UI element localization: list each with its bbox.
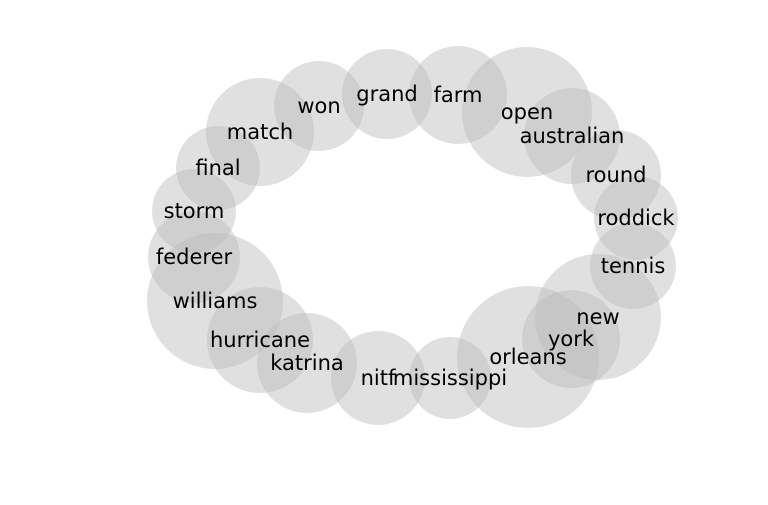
word-label-orleans: orleans bbox=[489, 345, 566, 369]
word-label-katrina: katrina bbox=[270, 351, 344, 375]
word-label-york: york bbox=[548, 327, 595, 351]
word-label-mississippi: mississippi bbox=[393, 366, 507, 390]
bubble-katrina bbox=[257, 313, 357, 413]
word-label-farm: farm bbox=[434, 83, 483, 107]
word-label-storm: storm bbox=[164, 199, 225, 223]
bubble-orleans bbox=[457, 286, 599, 428]
bubble-roddick bbox=[594, 176, 678, 260]
bubble-grand bbox=[342, 49, 432, 139]
bubble-nitf bbox=[331, 331, 425, 425]
bubble-york bbox=[522, 290, 620, 388]
bubble-federer bbox=[148, 211, 240, 303]
bubble-farm bbox=[409, 46, 507, 144]
bubble-open bbox=[462, 47, 592, 177]
bubble-won bbox=[274, 61, 364, 151]
bubble-new bbox=[535, 254, 661, 380]
bubble-williams bbox=[147, 233, 283, 369]
word-label-grand: grand bbox=[356, 82, 417, 106]
bubbles-layer bbox=[147, 46, 678, 428]
word-label-williams: williams bbox=[173, 289, 258, 313]
word-label-round: round bbox=[586, 163, 647, 187]
word-label-nitf: nitf bbox=[361, 366, 396, 390]
bubble-australian bbox=[524, 88, 620, 184]
word-label-australian: australian bbox=[520, 124, 625, 148]
word-label-open: open bbox=[501, 100, 553, 124]
bubble-storm bbox=[152, 169, 236, 253]
bubble-tennis bbox=[590, 223, 676, 309]
bubble-hurricane bbox=[207, 287, 313, 393]
word-label-hurricane: hurricane bbox=[210, 328, 310, 352]
word-label-final: final bbox=[195, 156, 240, 180]
bubble-match bbox=[206, 78, 314, 186]
bubble-mississippi bbox=[409, 337, 491, 419]
word-label-federer: federer bbox=[156, 245, 233, 269]
word-label-tennis: tennis bbox=[601, 254, 666, 278]
word-label-roddick: roddick bbox=[597, 206, 675, 230]
word-label-new: new bbox=[576, 305, 619, 329]
word-label-won: won bbox=[297, 94, 340, 118]
word-label-match: match bbox=[227, 120, 293, 144]
bubble-final bbox=[176, 126, 260, 210]
bubble-round bbox=[571, 130, 661, 220]
